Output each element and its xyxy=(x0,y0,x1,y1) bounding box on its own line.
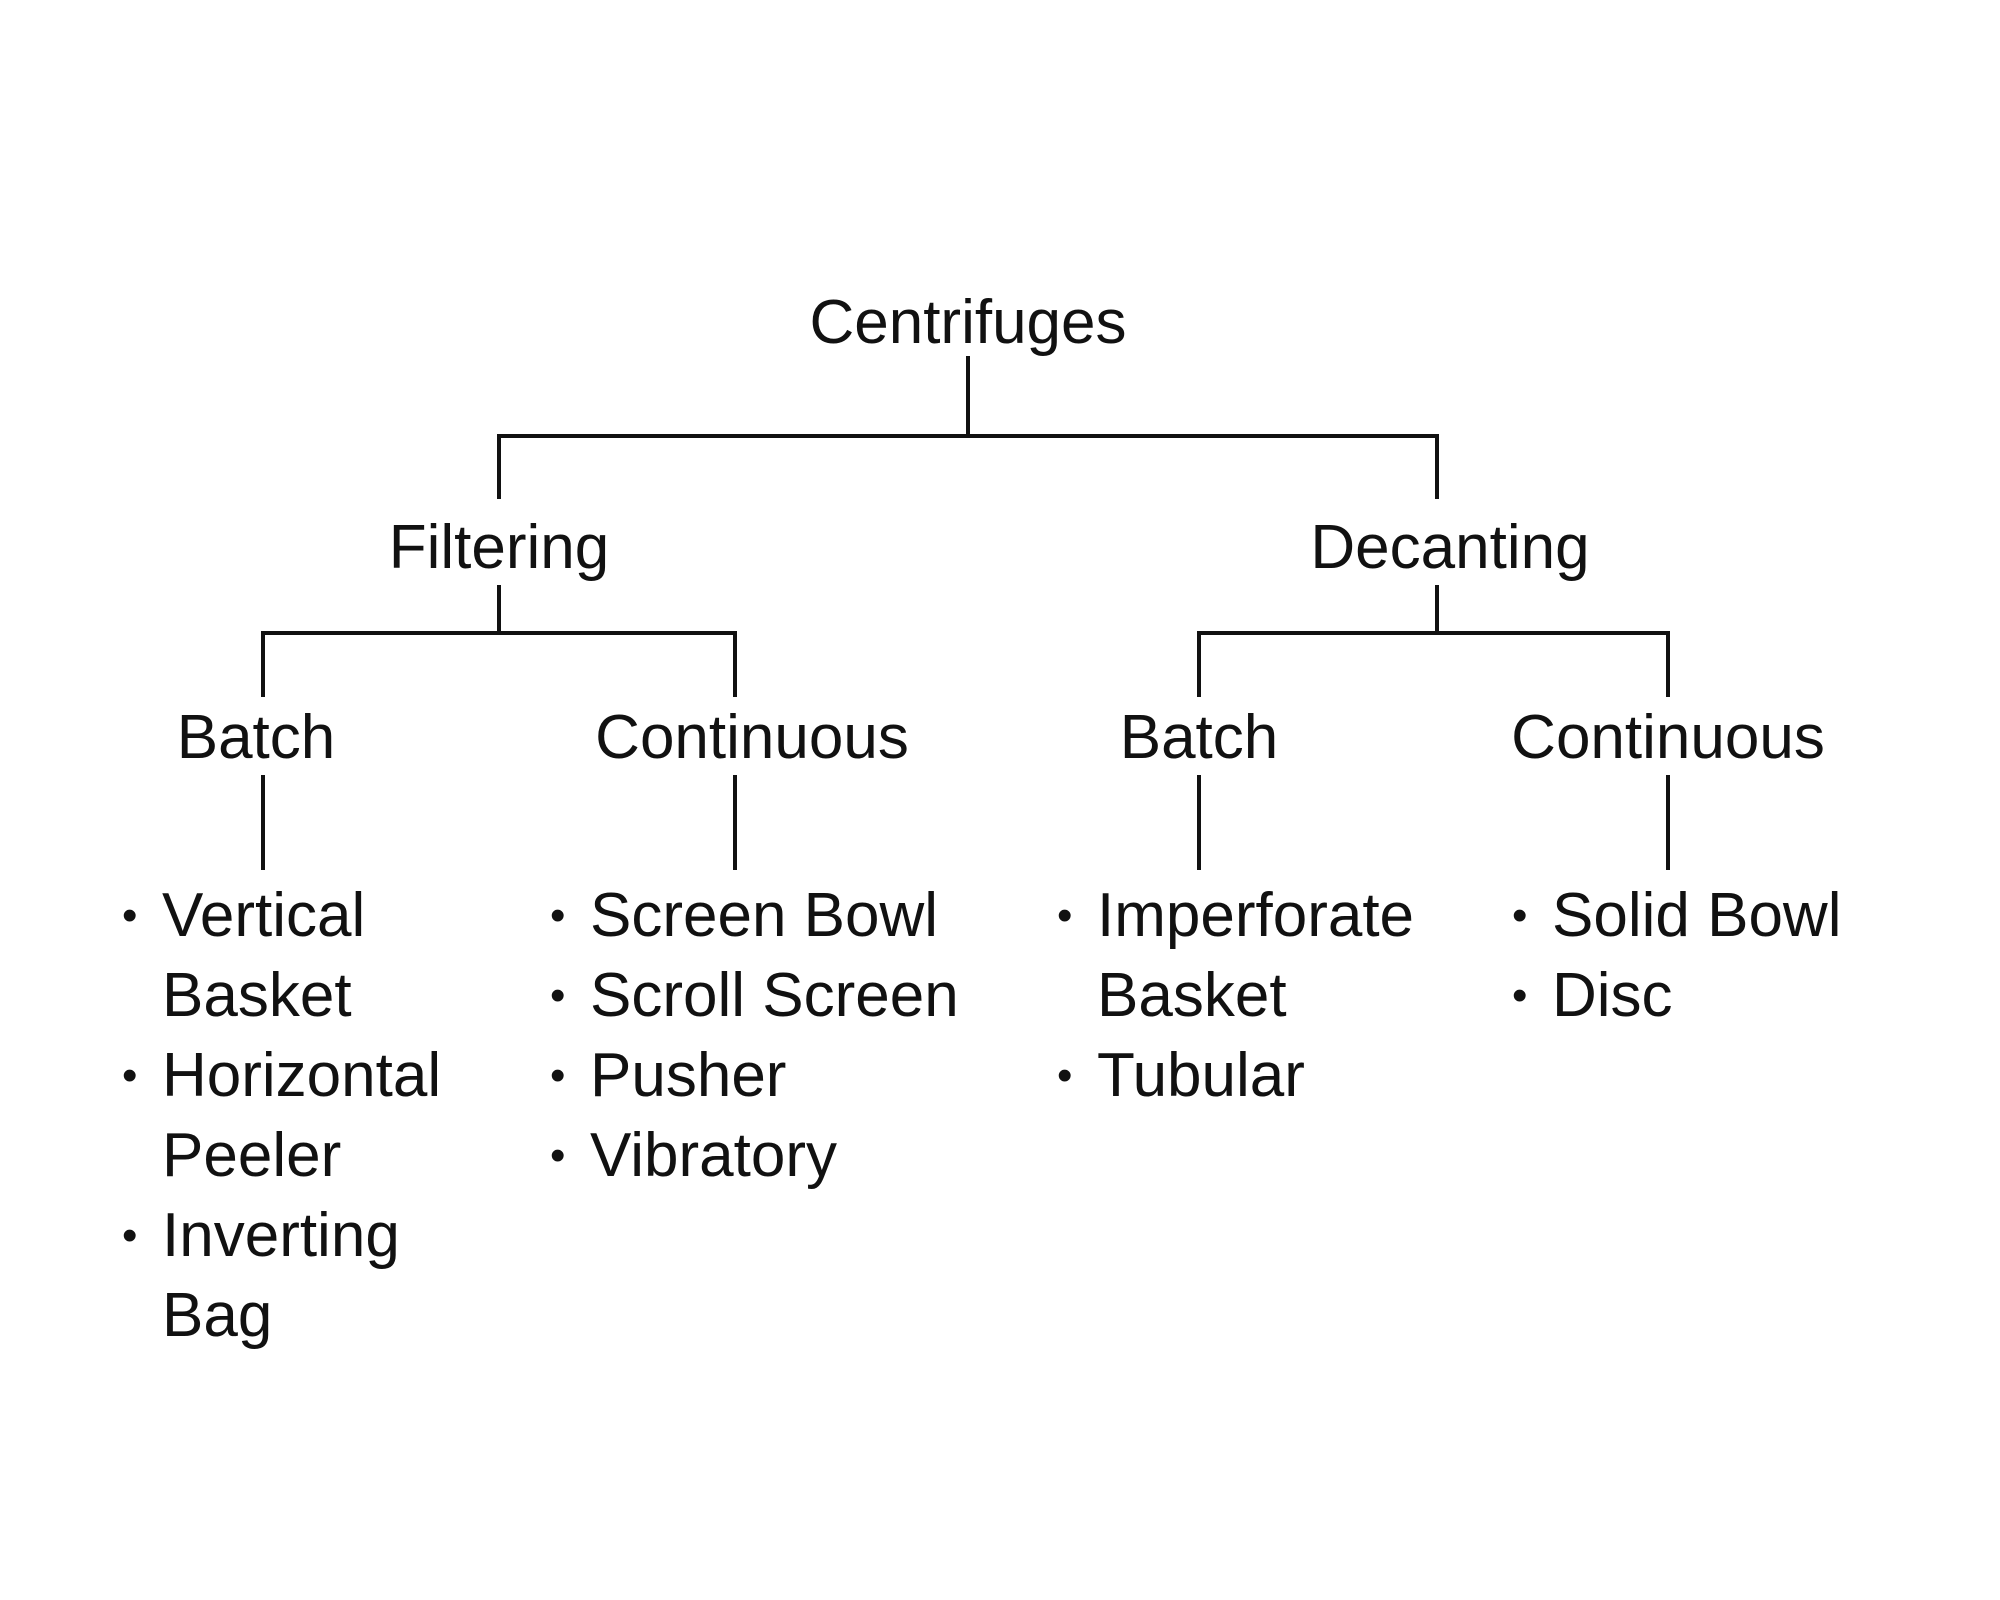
decanting-continuous-list: Solid Bowl Disc xyxy=(1512,876,1932,1036)
node-centrifuges: Centrifuges xyxy=(809,288,1127,357)
list-item: Inverting Bag xyxy=(122,1196,482,1356)
node-decanting-batch: Batch xyxy=(1119,703,1279,772)
node-decanting-continuous: Continuous xyxy=(1511,703,1825,772)
list-item: Scroll Screen xyxy=(550,956,1010,1036)
list-item: Tubular xyxy=(1057,1036,1457,1116)
list-item: Vertical Basket xyxy=(122,876,482,1036)
node-decanting: Decanting xyxy=(1310,513,1590,582)
list-item: Horizontal Peeler xyxy=(122,1036,482,1196)
list-item: Screen Bowl xyxy=(550,876,1010,956)
node-filtering-continuous: Continuous xyxy=(595,703,909,772)
list-item: Vibratory xyxy=(550,1116,1010,1196)
node-filtering: Filtering xyxy=(388,513,610,582)
list-item: Disc xyxy=(1512,956,1932,1036)
node-filtering-batch: Batch xyxy=(176,703,336,772)
list-item: Solid Bowl xyxy=(1512,876,1932,956)
filtering-continuous-list: Screen Bowl Scroll Screen Pusher Vibrato… xyxy=(550,876,1010,1196)
list-item: Pusher xyxy=(550,1036,1010,1116)
list-item: Imperforate Basket xyxy=(1057,876,1457,1036)
filtering-batch-list: Vertical Basket Horizontal Peeler Invert… xyxy=(122,876,482,1356)
decanting-batch-list: Imperforate Basket Tubular xyxy=(1057,876,1457,1116)
